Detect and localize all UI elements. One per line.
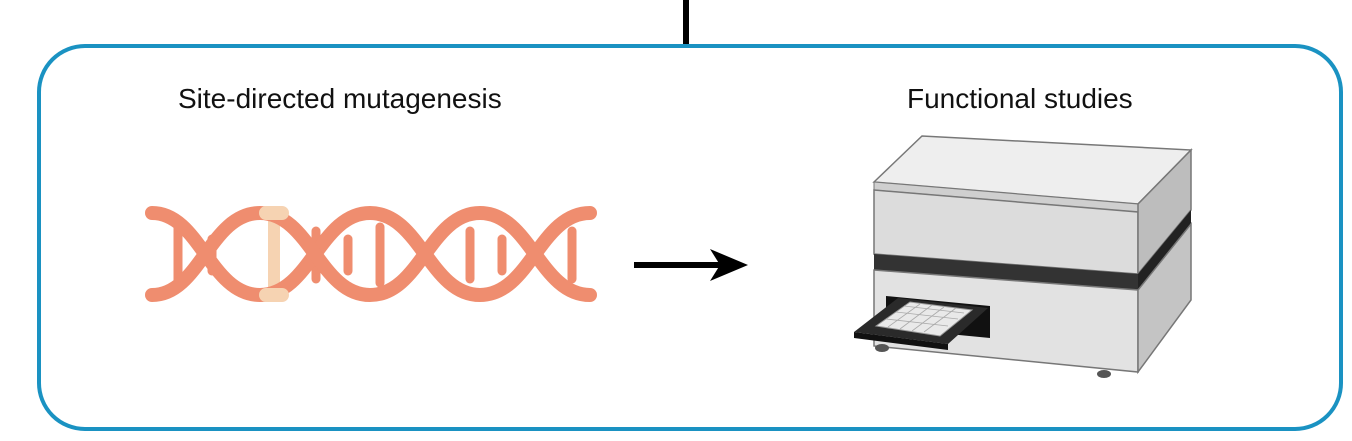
top-connector-line [683, 0, 689, 44]
dna-double-helix-icon [145, 205, 597, 303]
workflow-panel [37, 44, 1343, 431]
plate-reader-instrument-icon [854, 135, 1193, 378]
functional-studies-label: Functional studies [907, 83, 1133, 114]
right-arrow-icon [634, 249, 748, 281]
site-directed-mutagenesis-label: Site-directed mutagenesis [178, 83, 502, 114]
